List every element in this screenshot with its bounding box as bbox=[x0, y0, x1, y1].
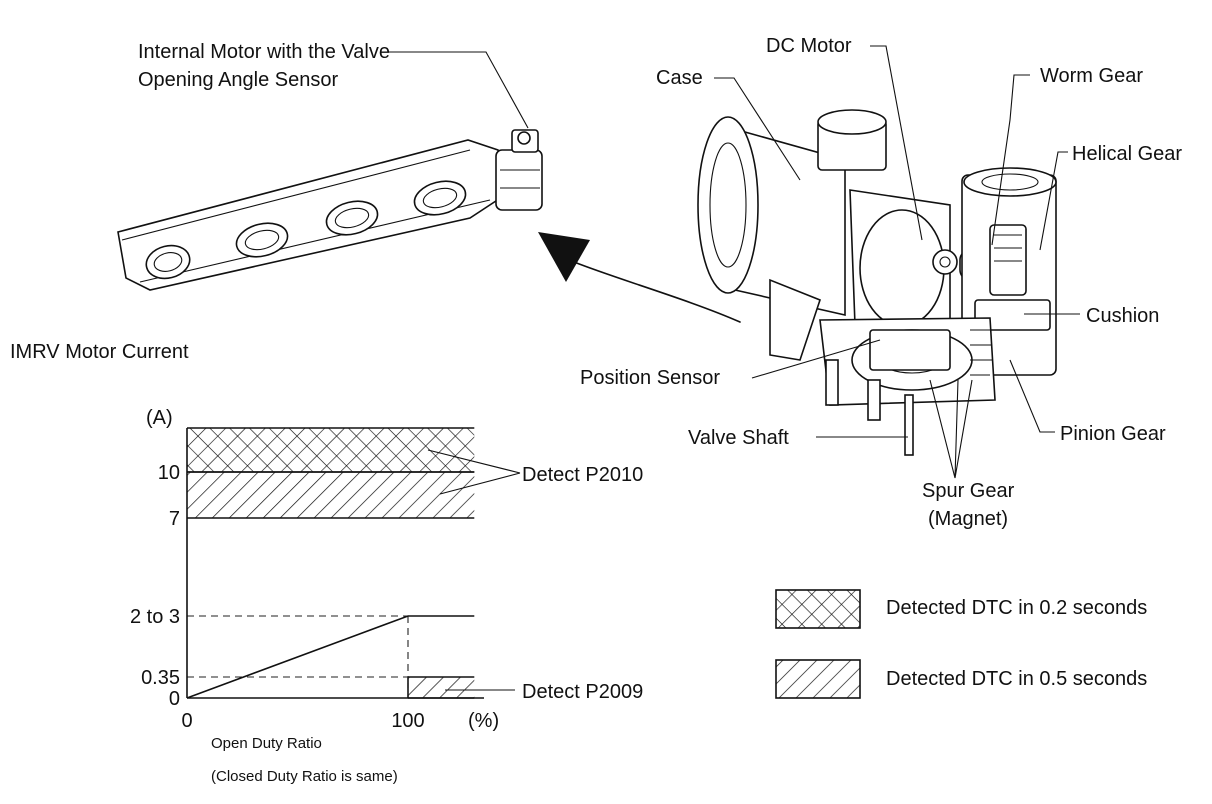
closed-duty-note: (Closed Duty Ratio is same) bbox=[211, 768, 398, 785]
chart-reference-lines bbox=[187, 615, 409, 698]
label-internal-motor-line1: Internal Motor with the Valve bbox=[138, 41, 390, 63]
x-axis-label: Open Duty Ratio bbox=[211, 735, 322, 752]
intake-manifold-illustration bbox=[117, 129, 543, 291]
legend: Detected DTC in 0.2 seconds Detected DTC… bbox=[775, 589, 1147, 699]
region-diagonal-1 bbox=[187, 472, 475, 518]
y-tick-labels: 00.35 2 to 3 7 10 bbox=[130, 462, 180, 710]
x-axis-unit: (%) bbox=[468, 710, 499, 732]
p2010-leader bbox=[427, 449, 521, 495]
y-tick-label-3: 7 bbox=[169, 508, 180, 530]
chart-regions bbox=[187, 427, 475, 699]
label-spur-gear-line1: Spur Gear bbox=[922, 480, 1015, 502]
x-tick-label-1: 100 bbox=[391, 710, 424, 732]
label-cushion: Cushion bbox=[1086, 305, 1159, 327]
legend-swatch-diagonal bbox=[775, 659, 861, 699]
legend-text-diagonal: Detected DTC in 0.5 seconds bbox=[886, 668, 1147, 690]
y-axis-label: (A) bbox=[146, 407, 173, 429]
label-position-sensor: Position Sensor bbox=[580, 367, 720, 389]
motor-current-chart: 00.35 2 to 3 7 10 0 100 (A) (%) Open Duty Ra… bbox=[130, 407, 643, 785]
region-crosshatch-0 bbox=[187, 428, 475, 472]
label-helical-gear: Helical Gear bbox=[1072, 143, 1182, 165]
chart-title: IMRV Motor Current bbox=[10, 341, 189, 363]
label-pinion-gear: Pinion Gear bbox=[1060, 423, 1166, 445]
x-tick-label-0: 0 bbox=[181, 710, 192, 732]
y-tick-label-0: 0 bbox=[169, 688, 180, 710]
annotation-detect-p2010: Detect P2010 bbox=[522, 464, 643, 486]
y-tick-label-1: 0.35 bbox=[141, 667, 180, 689]
manifold-ports bbox=[145, 180, 467, 280]
motor-assembly-illustration bbox=[697, 109, 1057, 456]
leader-lines bbox=[388, 45, 1080, 479]
y-tick-label-4: 10 bbox=[158, 462, 180, 484]
label-case: Case bbox=[656, 67, 703, 89]
legend-swatch-crosshatch bbox=[775, 589, 861, 629]
label-dc-motor: DC Motor bbox=[766, 35, 852, 57]
legend-text-crosshatch: Detected DTC in 0.2 seconds bbox=[886, 597, 1147, 619]
label-internal-motor-line2: Opening Angle Sensor bbox=[138, 69, 338, 91]
label-valve-shaft: Valve Shaft bbox=[688, 427, 789, 449]
y-tick-label-2: 2 to 3 bbox=[130, 606, 180, 628]
series-line-0 bbox=[186, 615, 475, 699]
manifold-motor-unit bbox=[495, 129, 543, 211]
label-spur-gear-line2: (Magnet) bbox=[928, 508, 1008, 530]
curved-arrow-icon bbox=[538, 232, 741, 323]
region-diagonal-2 bbox=[408, 677, 475, 698]
x-tick-labels: 0 100 bbox=[181, 710, 424, 732]
annotation-detect-p2009: Detect P2009 bbox=[522, 681, 643, 703]
label-worm-gear: Worm Gear bbox=[1040, 65, 1143, 87]
chart-series bbox=[186, 615, 475, 699]
